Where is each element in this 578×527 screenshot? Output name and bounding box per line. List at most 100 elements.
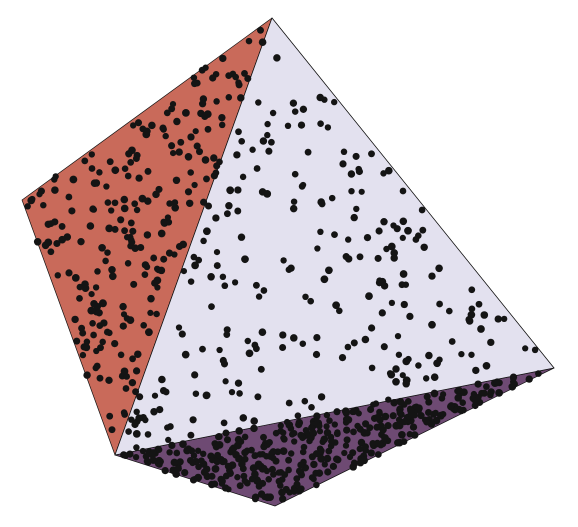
data-point <box>209 74 217 82</box>
data-point <box>384 166 393 175</box>
data-point <box>356 445 364 453</box>
data-point <box>219 54 227 63</box>
data-point <box>395 438 404 447</box>
data-point <box>170 150 177 157</box>
data-point <box>354 422 361 430</box>
data-point <box>251 470 259 479</box>
data-point <box>176 458 184 466</box>
data-point <box>369 439 377 448</box>
data-point <box>390 398 398 407</box>
data-point <box>99 299 107 307</box>
data-point <box>102 257 109 265</box>
data-point <box>241 255 249 264</box>
data-point <box>410 431 419 439</box>
data-point <box>299 340 307 347</box>
data-point <box>218 121 226 129</box>
data-point <box>350 428 357 436</box>
data-point <box>129 355 136 363</box>
data-point <box>234 379 243 387</box>
data-point <box>380 217 388 226</box>
data-point <box>288 431 296 438</box>
data-point <box>312 450 321 458</box>
data-point <box>304 148 312 156</box>
data-point <box>172 176 181 185</box>
data-point <box>148 121 156 130</box>
data-point <box>325 266 333 275</box>
data-point <box>190 74 198 81</box>
data-point <box>173 449 181 457</box>
data-point <box>87 306 96 315</box>
data-point <box>88 165 96 172</box>
data-point <box>257 365 265 373</box>
data-point <box>531 346 539 354</box>
data-point <box>392 365 400 373</box>
data-point <box>151 392 159 399</box>
data-point <box>370 401 377 408</box>
data-point <box>255 482 263 490</box>
data-point <box>235 79 242 86</box>
data-point <box>44 238 53 247</box>
data-point <box>406 312 414 321</box>
data-point <box>132 430 141 438</box>
data-point <box>240 472 248 480</box>
data-point <box>385 396 392 403</box>
data-point <box>324 124 332 131</box>
data-point <box>482 361 491 370</box>
data-point <box>167 423 174 430</box>
data-point <box>406 431 413 438</box>
data-point <box>398 430 406 439</box>
data-point <box>134 119 143 127</box>
data-point <box>365 292 373 300</box>
data-point <box>471 397 479 405</box>
data-point <box>321 461 328 468</box>
data-point <box>279 343 287 352</box>
data-point <box>458 350 465 358</box>
data-point <box>157 458 164 466</box>
data-point <box>415 362 422 369</box>
data-point <box>216 346 223 354</box>
data-point <box>314 245 321 252</box>
data-point <box>299 434 307 442</box>
data-point <box>129 227 137 235</box>
data-point <box>313 412 321 420</box>
data-point <box>236 390 243 397</box>
data-point <box>387 242 396 251</box>
data-point <box>352 152 360 160</box>
data-point <box>525 375 533 383</box>
data-point <box>494 315 502 323</box>
data-point <box>121 410 129 418</box>
data-point <box>302 427 310 434</box>
data-point <box>203 175 210 183</box>
data-point <box>355 167 363 176</box>
data-point <box>279 447 288 455</box>
data-point <box>339 160 347 168</box>
data-point <box>144 167 152 175</box>
data-point <box>65 193 73 201</box>
data-point <box>218 113 226 122</box>
data-point <box>318 200 326 208</box>
data-point <box>409 423 418 431</box>
data-point <box>179 440 187 448</box>
data-point <box>373 423 381 431</box>
data-point <box>324 468 332 476</box>
data-point <box>483 383 490 390</box>
data-point <box>356 253 364 261</box>
data-point <box>399 372 406 379</box>
data-point <box>73 337 81 345</box>
data-point <box>235 456 242 463</box>
data-point <box>356 458 365 467</box>
data-point <box>376 277 383 284</box>
data-point <box>180 267 188 275</box>
data-point <box>160 218 168 226</box>
data-point <box>108 426 116 434</box>
data-point <box>218 480 226 487</box>
data-point <box>348 188 355 195</box>
data-point <box>425 398 433 406</box>
data-point <box>195 463 202 471</box>
data-point <box>323 454 332 463</box>
data-point <box>249 146 256 153</box>
data-point <box>264 131 271 139</box>
data-point <box>168 105 176 113</box>
data-point <box>94 268 101 275</box>
data-point <box>301 397 309 405</box>
